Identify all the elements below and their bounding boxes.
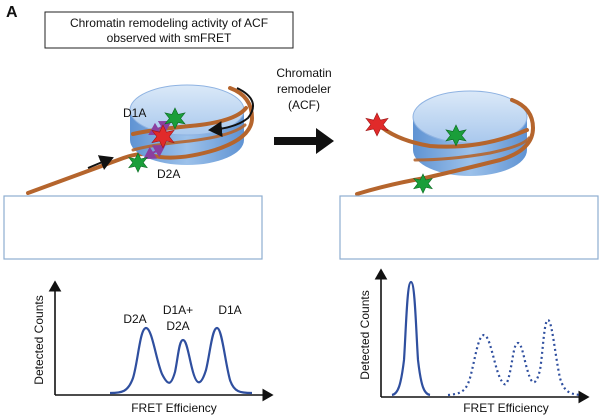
right-dna-wrap-3 — [413, 136, 531, 162]
arrow-label-line-3: (ACF) — [288, 98, 320, 112]
arrow-label-line-1: Chromatin — [276, 66, 331, 80]
left-y-axis-label: Detected Counts — [32, 295, 46, 384]
arrow-label-line-2: remodeler — [277, 82, 331, 96]
right-x-axis-label: FRET Efficiency — [463, 401, 549, 415]
title-line-1: Chromatin remodeling activity of ACF — [70, 16, 268, 30]
title-line-2: observed with smFRET — [107, 31, 232, 45]
right-y-axis-label: Detected Counts — [358, 290, 372, 379]
left-peak-mixed-label-2: D2A — [166, 319, 189, 333]
left-d2a-label: D2A — [157, 167, 180, 181]
right-dna-wrap-1 — [423, 98, 536, 180]
right-nucleosome — [355, 90, 536, 196]
right-dna-linker — [355, 176, 427, 196]
left-nucleosome: D1A D2A — [26, 84, 255, 195]
left-peak-d1a-label: D1A — [218, 303, 241, 317]
remodeler-arrow — [274, 128, 334, 154]
left-x-axis-label: FRET Efficiency — [131, 401, 217, 415]
left-acceptor-star — [151, 124, 175, 149]
left-peak-d2a-label: D2A — [123, 312, 146, 326]
left-surface-slab — [3, 195, 263, 260]
left-peak-mixed-label-1: D1A+ — [163, 303, 193, 317]
left-entry-arrow — [87, 155, 114, 170]
left-donor-top-star — [164, 107, 186, 130]
left-donor-bottom-star — [128, 152, 148, 173]
right-surface-slab — [339, 195, 599, 260]
left-d1a-label: D1A — [123, 106, 146, 120]
title-box: Chromatin remodeling activity of ACF obs… — [44, 11, 294, 49]
panel-label: A — [6, 4, 18, 21]
remodeler-arrow-group: Chromatin remodeler (ACF) — [274, 66, 334, 154]
right-fret-trace-high-dotted — [447, 318, 581, 397]
right-acceptor-star — [365, 112, 389, 137]
left-rotation-arrow-top — [208, 87, 255, 138]
left-fret-histogram: Detected Counts FRET Efficiency D2A D1A+… — [32, 280, 274, 415]
left-dna-wrap-1 — [148, 86, 255, 160]
right-donor-bottom-star — [413, 173, 433, 194]
right-donor-top-star — [445, 124, 467, 147]
left-d2a-arrow — [143, 144, 166, 160]
right-histone-top — [412, 90, 528, 144]
right-fret-trace-low — [391, 280, 431, 397]
right-dna-wrap-2 — [376, 122, 529, 149]
left-dna-wrap-2 — [131, 106, 248, 136]
left-fret-trace — [109, 326, 253, 395]
right-fret-histogram: Detected Counts FRET Efficiency — [358, 268, 590, 415]
